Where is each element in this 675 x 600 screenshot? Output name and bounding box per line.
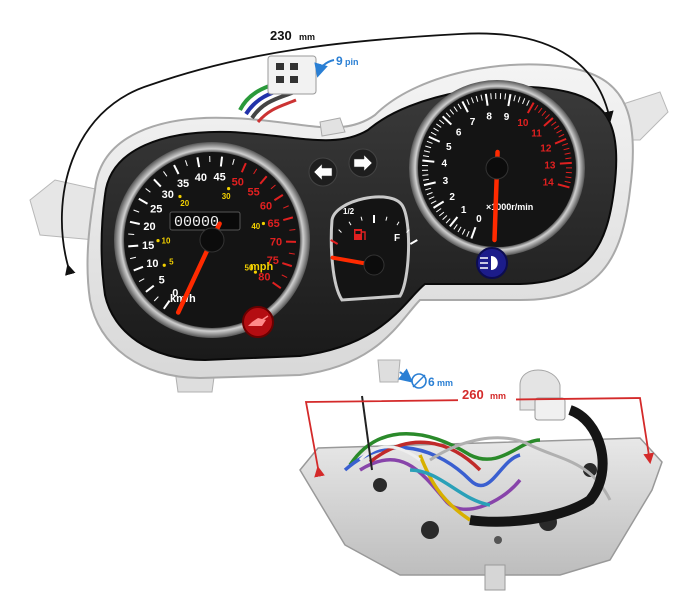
tachometer-tick-label: 13 xyxy=(544,160,556,171)
speedometer-tick xyxy=(128,244,139,248)
speedometer-kmh-tick-label: 0 xyxy=(172,287,178,299)
tachometer-tick xyxy=(534,104,539,111)
tachometer-tick xyxy=(504,93,507,100)
tachometer-tick xyxy=(513,95,516,102)
tachometer-tick-label: 4 xyxy=(441,159,447,170)
tachometer-tick xyxy=(457,103,462,110)
speedometer-kmh-tick-label: 70 xyxy=(270,236,282,248)
mph-unit-label: mph xyxy=(250,261,274,273)
tachometer-tick-label: 12 xyxy=(540,143,552,154)
speedometer-kmh-tick-label: 25 xyxy=(150,204,162,216)
speedometer-hub xyxy=(199,227,225,253)
tachometer-tick-label: 9 xyxy=(504,112,510,123)
speedometer-kmh-tick-label: 10 xyxy=(146,258,158,270)
speedometer-mph-tick-label: 5 xyxy=(169,257,174,266)
speedometer-mph-tick-label: 20 xyxy=(180,199,189,208)
tachometer-tick xyxy=(466,99,470,106)
speedometer-kmh-tick-label: 55 xyxy=(248,186,260,198)
tachometer-tick xyxy=(422,159,435,163)
connector-pin-unit: pin xyxy=(345,57,359,67)
fuel-gauge: 1/2 F xyxy=(329,195,418,302)
tachometer-tick-label: 1 xyxy=(461,205,467,216)
tachometer-tick-label: 0 xyxy=(476,214,482,225)
tachometer-tick xyxy=(470,97,474,104)
speedometer-kmh-tick-label: 15 xyxy=(142,240,154,252)
width-230-value: 230 xyxy=(270,28,292,43)
speedometer-mph-dot xyxy=(227,187,231,191)
speedometer-mph-tick-label: 10 xyxy=(162,237,171,246)
tachometer-tick xyxy=(461,101,469,113)
speedometer-tick xyxy=(153,296,159,302)
dimension-9pin: 9 pin xyxy=(314,54,359,78)
tachometer-tick xyxy=(522,98,526,105)
speedometer-kmh-tick-label: 35 xyxy=(177,178,189,190)
speedometer-mph-tick-label: 40 xyxy=(251,222,260,231)
rear-width-unit: mm xyxy=(490,391,506,401)
tachometer-tick-label: 8 xyxy=(486,112,492,123)
connector-pin-value: 9 xyxy=(336,54,343,68)
tachometer-tick-label: 14 xyxy=(543,178,555,189)
speedometer-kmh-tick-label: 45 xyxy=(214,171,226,183)
speedometer-mph-dot xyxy=(156,239,160,243)
tachometer-tick xyxy=(517,96,521,103)
mount-hole-unit: mm xyxy=(437,378,453,388)
speedometer-kmh-tick-label: 20 xyxy=(143,221,155,233)
fuel-hub xyxy=(363,254,385,276)
tachometer-tick xyxy=(475,95,479,102)
tachometer-unit-label: ×1000r/min xyxy=(486,202,533,212)
tachometer-tick xyxy=(559,161,572,165)
dimension-6mm: 6 mm xyxy=(397,368,453,389)
dimension-230mm: 230 mm xyxy=(61,27,614,276)
speedometer-kmh-tick-label: 30 xyxy=(162,189,174,201)
tachometer-tick-label: 5 xyxy=(446,142,452,153)
speedometer-tick xyxy=(219,156,224,167)
speedometer-kmh-tick-label: 65 xyxy=(268,218,280,230)
speedometer-mph-dot xyxy=(178,194,182,199)
speedometer-tick xyxy=(272,281,282,289)
speedometer-kmh-tick-label: 40 xyxy=(195,172,207,184)
speedometer-kmh-tick-label: 5 xyxy=(159,275,165,287)
speedometer-tick xyxy=(138,278,145,283)
mount-hole-value: 6 xyxy=(428,375,435,389)
tachometer-tick xyxy=(480,94,483,101)
rear-width-value: 260 xyxy=(462,387,484,402)
tachometer-tick xyxy=(490,93,492,100)
speedometer-mph-dot xyxy=(162,263,166,267)
speedometer-kmh-tick-label: 50 xyxy=(232,176,244,188)
tachometer-tick-label: 2 xyxy=(449,192,455,203)
speedometer-kmh-tick-label: 60 xyxy=(260,201,272,213)
tachometer-hub xyxy=(485,156,509,180)
fuel-half-mark: 1/2 xyxy=(343,207,355,216)
speedometer-mph-tick-label: 30 xyxy=(222,192,231,201)
speedometer-tick xyxy=(145,284,155,293)
tachometer-tick xyxy=(484,93,489,106)
width-230-unit: mm xyxy=(299,32,315,42)
tachometer-tick-label: 3 xyxy=(443,176,449,187)
tachometer-tick-label: 11 xyxy=(531,129,542,140)
instrument-cluster-rear xyxy=(299,369,663,591)
tachometer-tick-label: 10 xyxy=(517,118,529,129)
dimension-260mm: 260 mm xyxy=(304,386,655,478)
tachometer-tick-label: 7 xyxy=(470,117,476,128)
tachometer-tick xyxy=(507,94,512,107)
tachometer-tick-label: 6 xyxy=(456,127,462,138)
connector xyxy=(267,55,317,95)
fuel-full-mark: F xyxy=(394,233,400,244)
speedometer-tick xyxy=(163,300,171,310)
speedometer-mph-dot xyxy=(261,221,266,226)
speedometer-kmh-tick-label: 80 xyxy=(258,272,270,284)
tachometer-tick xyxy=(422,174,429,176)
tachometer-tick xyxy=(526,100,530,106)
